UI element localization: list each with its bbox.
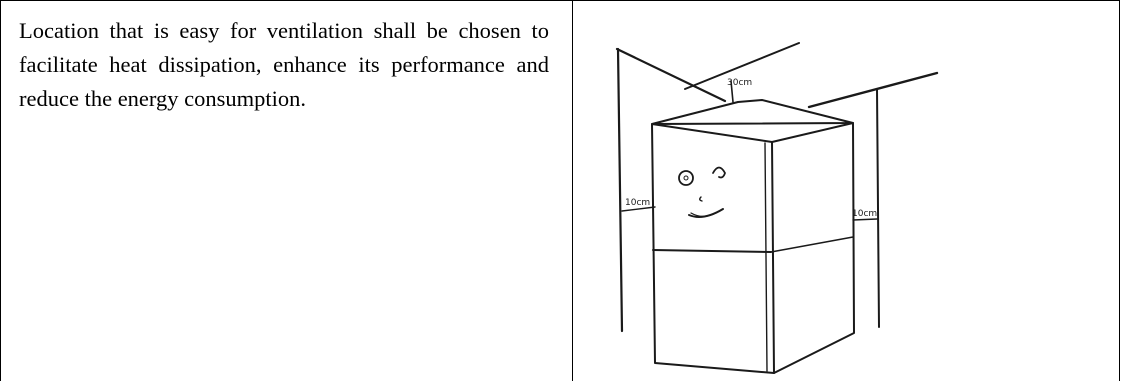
right-clearance-marker: [852, 218, 878, 221]
left-clearance-marker: [621, 206, 656, 212]
smile-inner: [690, 209, 722, 217]
refrigerator-sketch: 30cm 10cm 10cm: [615, 42, 939, 374]
top-clearance-marker: [730, 80, 734, 103]
door-split-front: [652, 249, 772, 253]
refrigerator-clearance-illustration: 30cm 10cm 10cm: [573, 1, 1119, 381]
fridge-handle: [764, 142, 768, 372]
door-split-side: [770, 236, 854, 253]
left-clearance-label: 10cm: [625, 198, 650, 208]
column-divider: [572, 0, 573, 381]
left-wall-edge: [616, 47, 624, 333]
right-wall-edge: [876, 88, 880, 328]
left-pupil: [683, 175, 689, 181]
top-clearance-label: 30cm: [727, 78, 752, 88]
back-wall-top: [684, 42, 800, 90]
left-wall-top: [615, 47, 727, 103]
right-eye: [712, 166, 726, 179]
right-wall-top: [807, 71, 939, 109]
instruction-text: Location that is easy for ventilation sh…: [19, 18, 549, 111]
right-clearance-label: 10cm: [852, 209, 877, 219]
nose: [699, 196, 703, 202]
fridge-front-face: [651, 123, 775, 374]
left-eye: [678, 170, 694, 186]
fridge-top-face: [651, 99, 854, 125]
fridge-side-face: [771, 122, 855, 374]
